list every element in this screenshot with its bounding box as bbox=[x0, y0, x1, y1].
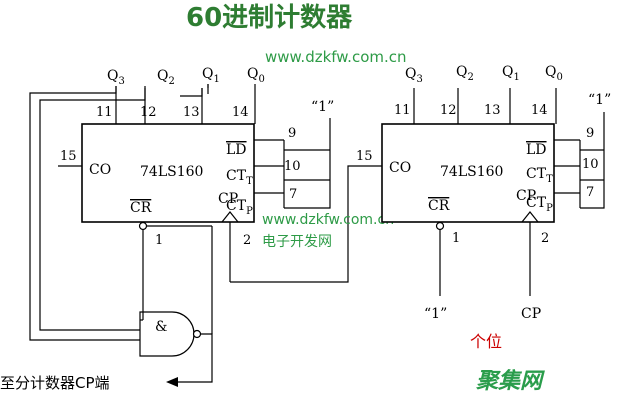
svg-text:Q2: Q2 bbox=[157, 68, 175, 87]
diagram-title: 60进制计数器 bbox=[186, 3, 353, 33]
right-logic-one-label: “1” bbox=[588, 92, 611, 108]
units-caption: 个位 bbox=[470, 332, 502, 351]
watermark-site-name: 电子开发网 bbox=[262, 234, 332, 250]
right-pin-12: 12 bbox=[440, 103, 457, 118]
left-pin-1: 1 bbox=[155, 233, 163, 248]
left-output-q1: Q1 bbox=[202, 66, 220, 85]
left-output-q2: Q2 bbox=[157, 68, 175, 87]
right-pin-15: 15 bbox=[356, 149, 373, 164]
right-pin-1: 1 bbox=[452, 231, 460, 246]
watermark-url-top: www.dzkfw.com.cn bbox=[265, 48, 407, 66]
svg-text:Q0: Q0 bbox=[545, 64, 563, 83]
right-cr-one-label: “1” bbox=[424, 306, 447, 322]
right-cp-label: CP bbox=[516, 188, 536, 204]
output-note: 至分计数器CP端 bbox=[0, 374, 110, 392]
left-ctp-label: CTP bbox=[226, 198, 253, 217]
svg-text:Q1: Q1 bbox=[202, 66, 220, 85]
left-cr-label: CR bbox=[130, 200, 152, 216]
right-output-q1: Q1 bbox=[502, 64, 520, 83]
right-pin-7: 7 bbox=[586, 185, 594, 200]
right-output-q3: Q3 bbox=[405, 66, 423, 85]
left-pin-11: 11 bbox=[96, 105, 113, 120]
right-cr-label: CR bbox=[428, 198, 450, 214]
svg-text:Q3: Q3 bbox=[107, 68, 125, 87]
left-ctt-label: CTT bbox=[226, 168, 253, 187]
left-pin-12: 12 bbox=[140, 105, 157, 120]
watermark-url-mid: www.dzkfw.com.cn bbox=[262, 212, 394, 228]
left-pin-10: 10 bbox=[284, 159, 301, 174]
site-logo: 聚集网 bbox=[475, 368, 545, 394]
svg-text:Q1: Q1 bbox=[502, 64, 520, 83]
left-logic-one-label: “1” bbox=[311, 99, 334, 115]
and-gate-symbol: & bbox=[155, 319, 167, 335]
right-ctt-label: CTT bbox=[526, 166, 553, 185]
right-chip-name: 74LS160 bbox=[440, 164, 503, 180]
left-pin-15: 15 bbox=[60, 149, 77, 164]
svg-text:Q3: Q3 bbox=[405, 66, 423, 85]
right-pin-13: 13 bbox=[484, 103, 501, 118]
right-ctp-label: CTP bbox=[526, 195, 553, 214]
svg-text:Q2: Q2 bbox=[456, 64, 474, 83]
left-chip-co-label: CO bbox=[89, 162, 111, 178]
left-chip-name: 74LS160 bbox=[140, 164, 203, 180]
output-arrow bbox=[166, 377, 178, 387]
left-chip-body bbox=[81, 123, 255, 223]
left-output-q3: Q3 bbox=[107, 68, 125, 87]
right-pin-2: 2 bbox=[541, 231, 549, 246]
left-cp-label: CP bbox=[218, 191, 238, 207]
right-output-q2: Q2 bbox=[456, 64, 474, 83]
right-chip-co-label: CO bbox=[389, 160, 411, 176]
right-pin-11: 11 bbox=[394, 103, 411, 118]
right-chip-body bbox=[381, 123, 555, 223]
left-pin-13: 13 bbox=[183, 105, 200, 120]
right-pin-14: 14 bbox=[531, 103, 548, 118]
right-output-q0: Q0 bbox=[545, 64, 563, 83]
svg-text:Q0: Q0 bbox=[247, 66, 265, 85]
right-ld-label: LD bbox=[526, 142, 547, 158]
left-pin-7: 7 bbox=[289, 187, 297, 202]
left-pin-9: 9 bbox=[288, 126, 296, 141]
right-pin-10: 10 bbox=[582, 157, 599, 172]
left-output-q0: Q0 bbox=[247, 66, 265, 85]
left-pin-14: 14 bbox=[232, 105, 249, 120]
right-cp-input-label: CP bbox=[521, 306, 541, 322]
left-pin-2: 2 bbox=[243, 233, 251, 248]
left-ld-label: LD bbox=[226, 142, 247, 158]
right-pin-9: 9 bbox=[586, 126, 594, 141]
